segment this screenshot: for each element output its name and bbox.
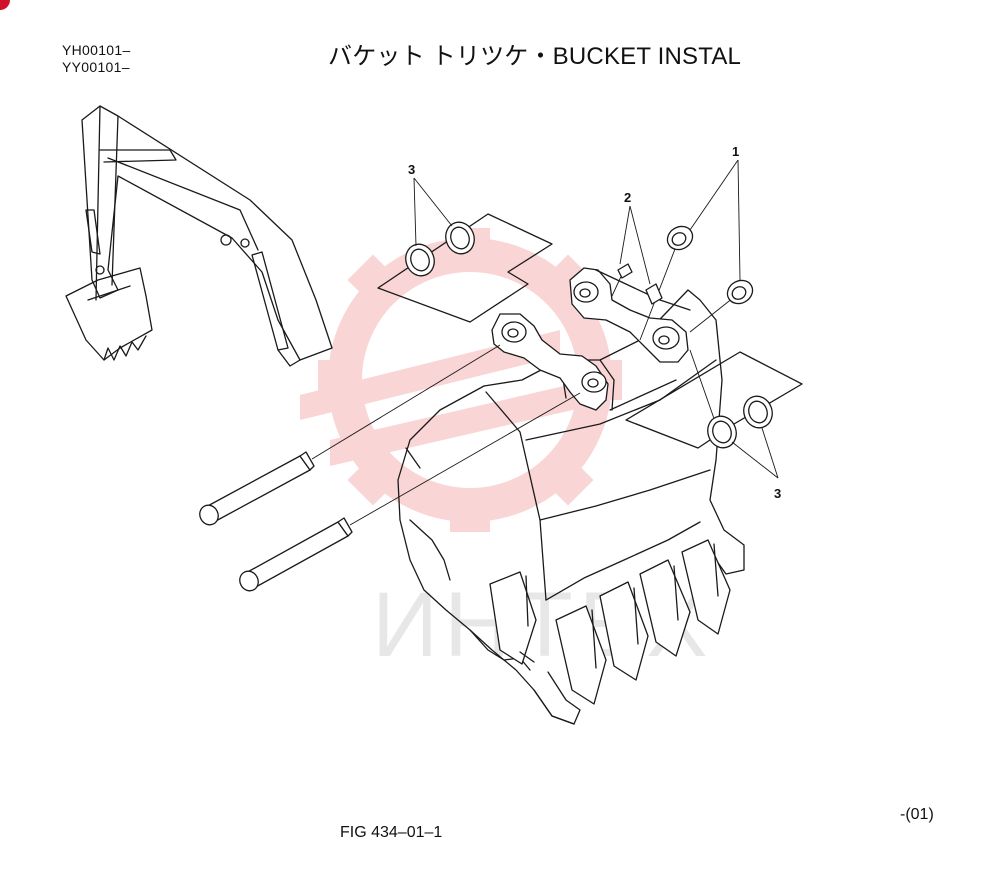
callout-part-1: 1 [732, 144, 739, 159]
snap-ring-lower [726, 279, 754, 305]
callout-part-2: 2 [624, 190, 631, 205]
bucket [397, 289, 745, 725]
corner-marker [0, 0, 10, 10]
seal-ring-top-right [445, 221, 475, 255]
serial-line-2: YY00101– [62, 59, 130, 75]
lock-pin-right [645, 283, 663, 305]
pin-upper [199, 344, 501, 526]
serial-line-1: YH00101– [62, 42, 131, 58]
excavator-arm-sketch [65, 105, 333, 367]
exploded-box-left [377, 213, 553, 323]
seal-ring-top-left [405, 243, 435, 277]
bucket-brackets [491, 267, 691, 411]
lock-pin-left [617, 263, 633, 279]
snap-ring-upper [666, 225, 694, 251]
seal-ring-bottom-right [743, 395, 773, 429]
callout-part-3-top: 3 [408, 162, 415, 177]
callout-part-3-bottom: 3 [774, 486, 781, 501]
figure-number: FIG 434–01–1 [340, 824, 443, 841]
diagram-title: バケット トリツケ・BUCKET INSTAL [328, 43, 742, 70]
page-code: -(01) [900, 806, 934, 823]
leader-lines [413, 159, 779, 479]
serial-range: YH00101– YY00101– [62, 42, 131, 76]
pin-lower [239, 392, 581, 592]
seal-ring-bottom-left [707, 415, 737, 449]
